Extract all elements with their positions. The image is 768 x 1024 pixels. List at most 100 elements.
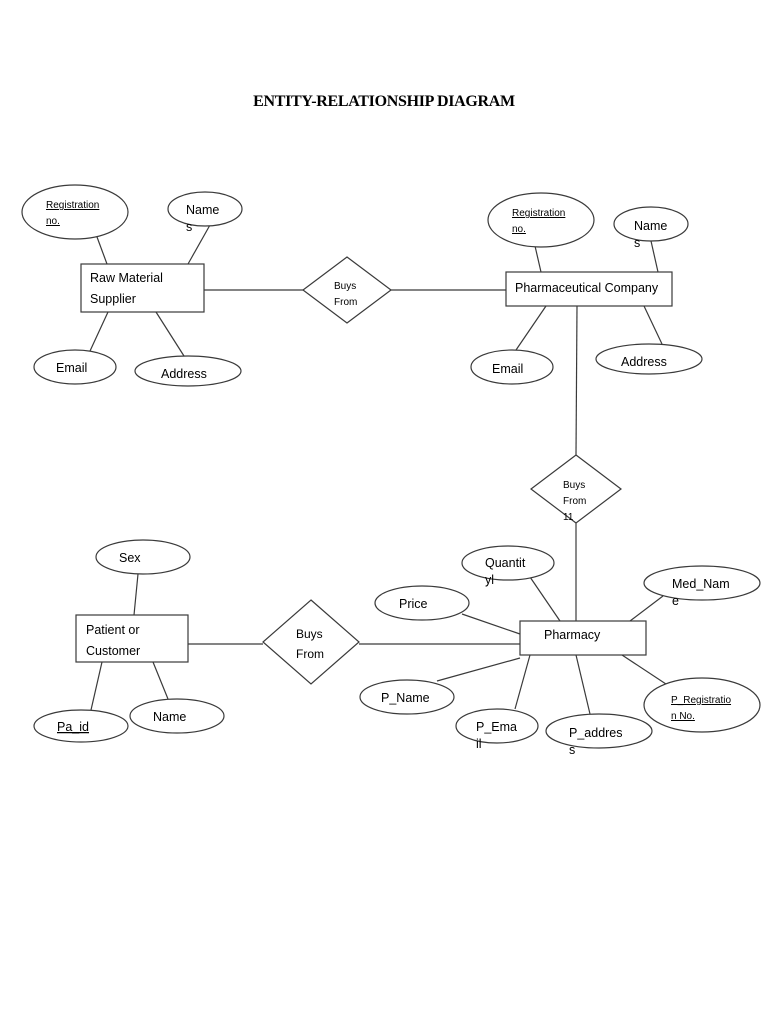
attribute-ellipse	[643, 565, 761, 601]
shape-label-line: Buys	[296, 627, 323, 641]
shape-label-line: no.	[46, 216, 60, 227]
patient-name-attribute: Name	[129, 698, 225, 734]
shape-label-line: yl	[485, 573, 494, 587]
diagram-title: ENTITY-RELATIONSHIP DIAGRAM	[253, 93, 515, 110]
pharmacy-entity: Pharmacy	[519, 620, 647, 656]
shape-label-line: P_Name	[381, 691, 430, 705]
shape-label-line: Email	[56, 361, 87, 375]
shape-label-line: Pharmaceutical Company	[515, 281, 659, 295]
shape-label-line: Email	[492, 362, 523, 376]
patient-pa-id-attribute: Pa_id	[33, 709, 129, 743]
connector-line	[461, 613, 521, 635]
shape-label-line: 11	[563, 512, 574, 523]
connector-line	[643, 305, 663, 345]
shape-label-line: Name	[186, 203, 219, 217]
pharmacy-p-registration-no-attribute: P_Registration No.	[643, 677, 761, 733]
entity-box	[75, 614, 189, 663]
connector-line	[90, 661, 103, 711]
shape-label-line: s	[186, 220, 192, 234]
attribute-ellipse	[167, 191, 243, 227]
shape-label-line: From	[563, 496, 586, 507]
shape-label-line: Buys	[334, 281, 356, 292]
connector-line	[650, 240, 659, 273]
supplier-email-attribute: Email	[33, 349, 117, 385]
pharmacy-p-email-attribute: P_Email	[455, 708, 539, 751]
patient-or-customer-entity: Patient or Customer	[75, 614, 189, 663]
connector-line	[575, 305, 578, 456]
attribute-ellipse	[134, 355, 242, 387]
connector-line	[529, 576, 561, 622]
attribute-ellipse	[455, 708, 539, 744]
shape-label-line: From	[334, 297, 357, 308]
connector-line	[133, 573, 139, 616]
company-address-attribute: Address	[595, 343, 703, 375]
shape-label-line: Raw Material	[90, 271, 163, 285]
shape-label-line: e	[672, 594, 679, 608]
connector-line	[514, 654, 531, 710]
attribute-ellipse	[21, 184, 129, 240]
attribute-ellipse	[374, 585, 470, 621]
attribute-ellipse	[545, 713, 653, 749]
connector-line	[187, 224, 211, 265]
connector-line	[436, 657, 521, 682]
shape-label-line: P_addres	[569, 726, 623, 740]
pharmaceutical-company-entity: Pharmaceutical Company	[505, 271, 673, 307]
pharmacy-med-name-attribute: Med_Name	[643, 565, 761, 608]
connector-line	[629, 595, 664, 622]
connector-line	[152, 661, 169, 700]
supplier-names-attribute: Name s	[167, 191, 243, 234]
patient-sex-attribute: Sex	[95, 539, 191, 575]
shape-label-line: Pharmacy	[544, 628, 601, 642]
company-email-attribute: Email	[470, 349, 554, 385]
entity-box	[80, 263, 205, 313]
entity-box	[505, 271, 673, 307]
shape-label-line: Registration	[512, 208, 565, 219]
attribute-ellipse	[595, 343, 703, 375]
attribute-ellipse	[487, 192, 595, 248]
shape-label-line: P_Ema	[476, 720, 517, 734]
relationship-diamond	[262, 599, 360, 685]
connector-line	[534, 245, 542, 273]
pharmacy-p-name-attribute: P_Name	[359, 679, 455, 715]
shape-label-line: Pa_id	[57, 720, 89, 734]
connector-line	[515, 305, 547, 351]
shape-label-line: Registration	[46, 200, 99, 211]
shape-label-line: Patient or	[86, 623, 140, 637]
shape-label-line: Name	[153, 710, 186, 724]
attribute-ellipse	[470, 349, 554, 385]
attribute-ellipse	[95, 539, 191, 575]
shape-label-line: Supplier	[90, 292, 136, 306]
supplier-registration-no-attribute: Registration no.	[21, 184, 129, 240]
shape-label-line: Customer	[86, 644, 140, 658]
attribute-ellipse	[613, 206, 689, 242]
supplier-address-attribute: Address	[134, 355, 242, 387]
shape-label-line: From	[296, 647, 324, 661]
entity-box	[519, 620, 647, 656]
relationship-diamond	[530, 454, 622, 524]
connector-line	[155, 311, 185, 357]
shape-label-line: P_Registratio	[671, 695, 731, 706]
connector-lines	[89, 224, 673, 715]
attribute-ellipse	[461, 545, 555, 581]
attribute-ellipse	[33, 349, 117, 385]
connector-line	[621, 654, 673, 689]
shape-label-line: s	[634, 236, 640, 250]
shape-label-line: n No.	[671, 711, 695, 722]
shape-label-line: Sex	[119, 551, 141, 565]
relationship-diamond	[302, 256, 392, 324]
pharmacy-price-attribute: Price	[374, 585, 470, 621]
connector-line	[575, 654, 591, 715]
shape-label-line: il	[476, 737, 482, 751]
attribute-ellipse	[129, 698, 225, 734]
